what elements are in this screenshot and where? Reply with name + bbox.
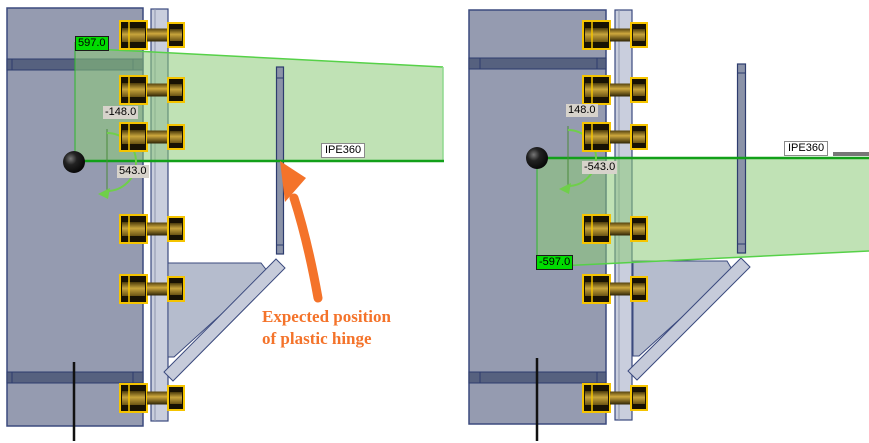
rotation-arc-icon bbox=[559, 126, 597, 194]
dim-label-upper[interactable]: -148.0 bbox=[103, 106, 139, 119]
annotation-line-2: of plastic hinge bbox=[262, 329, 372, 348]
dim-label-lower[interactable]: -543.0 bbox=[582, 161, 618, 174]
beam-ipe360[interactable] bbox=[536, 152, 869, 268]
beam-bottom-edge bbox=[536, 250, 869, 268]
beam-flange-edge bbox=[833, 152, 869, 156]
annotation-text: Expected position of plastic hinge bbox=[262, 306, 432, 350]
beam-section-label[interactable]: IPE360 bbox=[321, 143, 366, 158]
haunch[interactable] bbox=[163, 258, 286, 382]
left-view bbox=[6, 7, 444, 441]
haunch[interactable] bbox=[627, 257, 751, 381]
dim-label-bottom-flange[interactable]: -597.0 bbox=[536, 255, 574, 270]
node-sphere[interactable] bbox=[526, 147, 548, 169]
rotation-arc-icon bbox=[98, 129, 137, 199]
dim-label-lower[interactable]: 543.0 bbox=[117, 165, 149, 178]
annotation-line-1: Expected position bbox=[262, 307, 391, 326]
column-stiffener-top[interactable] bbox=[468, 57, 607, 70]
beam-section-label[interactable]: IPE360 bbox=[784, 141, 829, 156]
dim-label-top-flange[interactable]: 597.0 bbox=[75, 36, 109, 51]
right-view bbox=[468, 9, 869, 441]
beam-top-edge bbox=[74, 47, 444, 68]
node-sphere[interactable] bbox=[63, 151, 85, 173]
annotation-arrow bbox=[280, 161, 323, 303]
dim-label-upper[interactable]: 148.0 bbox=[566, 104, 598, 117]
